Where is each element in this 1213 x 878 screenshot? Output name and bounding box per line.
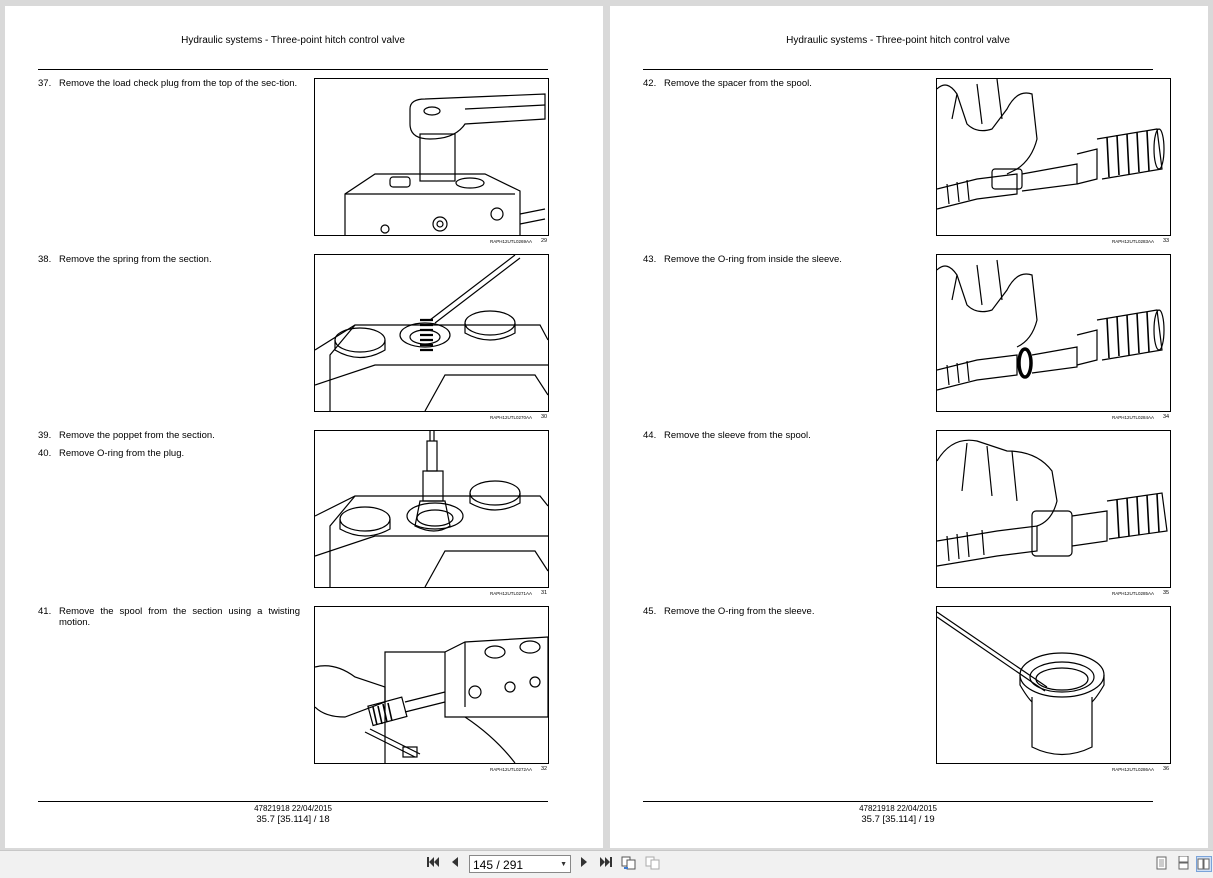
go-forward-view-icon[interactable]: [645, 856, 661, 872]
figure-29-illustration: [314, 78, 549, 236]
figure-35-illustration: [936, 430, 1171, 588]
footer-page-ref: 35.7 [35.114] / 18: [256, 814, 330, 825]
continuous-icon[interactable]: [1175, 855, 1191, 872]
step-44: 44. Remove the sleeve from the spool.: [643, 430, 811, 441]
chevron-down-icon[interactable]: ▼: [560, 861, 567, 868]
figure-number: 33: [1163, 238, 1170, 244]
step-43: 43. Remove the O-ring from inside the sl…: [643, 254, 842, 265]
footer-rule: [643, 801, 1153, 802]
step-45: 45. Remove the O-ring from the sleeve.: [643, 606, 815, 617]
previous-icon[interactable]: [449, 856, 461, 872]
footer-rule: [38, 801, 548, 802]
document-page-left: Hydraulic systems - Three-point hitch co…: [5, 6, 603, 848]
figure-code: RAPH12UTL0272AA: [489, 767, 532, 772]
figure-code: RAPH12UTL0285AA: [1111, 591, 1154, 596]
skip-last-icon[interactable]: [598, 856, 614, 872]
figure-number: 31: [541, 590, 548, 596]
figure-32-illustration: [314, 606, 549, 764]
figure-number: 32: [541, 766, 548, 772]
step-39: 39. Remove the poppet from the section.: [38, 430, 215, 441]
figure-code: RAPH12UTL0271AA: [489, 591, 532, 596]
footer-doc-date: 47821918 22/04/2015: [859, 804, 937, 813]
figure-30-illustration: [314, 254, 549, 412]
figure-code: RAPH12UTL0269AA: [489, 239, 532, 244]
figure-31-illustration: [314, 430, 549, 588]
header-rule: [38, 69, 548, 70]
figure-number: 29: [541, 238, 548, 244]
page-header: Hydraulic systems - Three-point hitch co…: [786, 35, 1010, 46]
skip-first-icon[interactable]: [425, 856, 441, 872]
step-42: 42. Remove the spacer from the spool.: [643, 78, 812, 89]
figure-code: RAPH12UTL0270AA: [489, 415, 532, 420]
figure-number: 30: [541, 414, 548, 420]
go-back-view-icon[interactable]: [621, 856, 637, 872]
page-indicator: 145 / 291: [473, 858, 524, 872]
figure-number: 34: [1163, 414, 1170, 420]
header-rule: [643, 69, 1153, 70]
figure-code: RAPH12UTL0284AA: [1111, 415, 1154, 420]
figure-34-illustration: [936, 254, 1171, 412]
step-38: 38. Remove the spring from the section.: [38, 254, 212, 265]
figure-33-illustration: [936, 78, 1171, 236]
step-37: 37. Remove the load check plug from the …: [38, 78, 298, 89]
figure-36-illustration: [936, 606, 1171, 764]
page-number-input[interactable]: 145 / 291 ▼: [469, 855, 571, 873]
step-41: 41. Remove the spool from the section us…: [38, 606, 300, 628]
single-page-icon[interactable]: [1153, 856, 1169, 872]
figure-code: RAPH12UTL0286AA: [1111, 767, 1154, 772]
viewer-toolbar: 145 / 291 ▼: [0, 850, 1213, 878]
next-icon[interactable]: [578, 856, 590, 872]
two-page-icon[interactable]: [1196, 856, 1212, 872]
document-page-right: Hydraulic systems - Three-point hitch co…: [610, 6, 1208, 848]
figure-code: RAPH12UTL0283AA: [1111, 239, 1154, 244]
figure-number: 36: [1163, 766, 1170, 772]
page-header: Hydraulic systems - Three-point hitch co…: [181, 35, 405, 46]
footer-doc-date: 47821918 22/04/2015: [254, 804, 332, 813]
figure-number: 35: [1163, 590, 1170, 596]
step-40: 40. Remove O-ring from the plug.: [38, 448, 185, 459]
footer-page-ref: 35.7 [35.114] / 19: [861, 814, 935, 825]
